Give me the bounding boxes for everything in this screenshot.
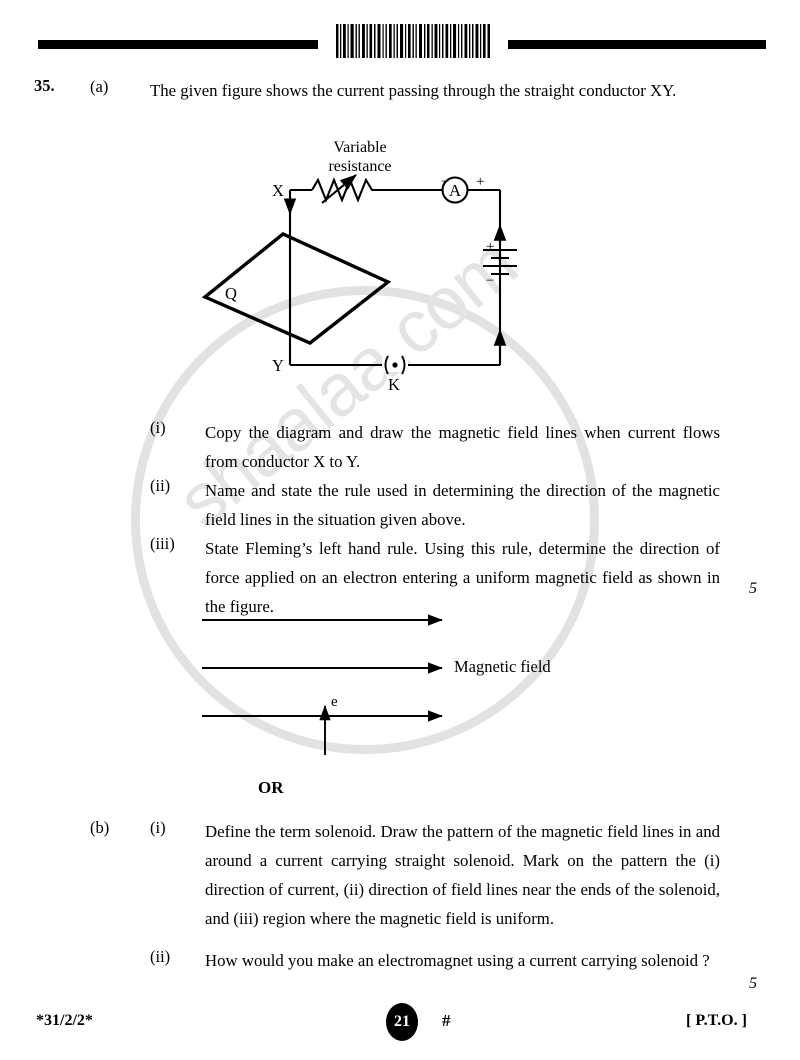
label-k: K <box>388 375 400 394</box>
header-rule-left <box>38 40 318 49</box>
paper-code: *31/2/2* <box>36 1012 93 1029</box>
sub-item-marker-iii: (iii) <box>150 534 175 553</box>
or-separator: OR <box>258 778 284 797</box>
option-b-text-ii: How would you make an electromagnet usin… <box>205 951 710 970</box>
magnetic-field-diagram <box>202 614 443 755</box>
label-x: X <box>272 181 284 200</box>
label-q: Q <box>225 284 237 303</box>
hash-marker: # <box>442 1011 451 1030</box>
circuit-diagram: A <box>201 174 517 375</box>
sub-item-marker-ii: (ii) <box>150 476 171 495</box>
pto-label: [ P.T.O. ] <box>686 1012 747 1029</box>
variable-resistance-caption: Variable resistance <box>300 138 420 176</box>
battery-minus-label: − <box>486 273 495 289</box>
svg-text:A: A <box>449 181 462 200</box>
option-b-text-i: Define the term solenoid. Draw the patte… <box>205 822 720 928</box>
electron-label: e <box>331 694 338 710</box>
sub-item-marker-i: (i) <box>150 418 166 437</box>
label-y: Y <box>272 356 284 375</box>
marks-option-a: 5 <box>749 580 757 597</box>
option-a-text: The given figure shows the current passi… <box>150 81 677 100</box>
magnetic-field-label: Magnetic field <box>454 657 551 676</box>
caption-line-1: Variable <box>333 139 387 156</box>
sub-item-text-i: Copy the diagram and draw the magnetic f… <box>205 423 720 471</box>
battery-plus-label: + <box>486 239 495 255</box>
option-b-marker: (b) <box>90 818 110 837</box>
header-rule-right <box>508 40 766 49</box>
question-number: 35. <box>34 76 55 95</box>
caption-line-2: resistance <box>328 158 392 175</box>
sub-item-text-ii: Name and state the rule used in determin… <box>205 481 720 529</box>
option-b-marker-i: (i) <box>150 818 166 837</box>
barcode-icon <box>336 24 490 58</box>
ammeter-minus-label: − <box>441 174 450 190</box>
option-b-marker-ii: (ii) <box>150 947 171 966</box>
marks-option-b: 5 <box>749 975 757 992</box>
option-a-marker: (a) <box>90 77 109 96</box>
ammeter-plus-label: + <box>476 174 485 190</box>
page-number-badge: 21 <box>386 1003 418 1041</box>
